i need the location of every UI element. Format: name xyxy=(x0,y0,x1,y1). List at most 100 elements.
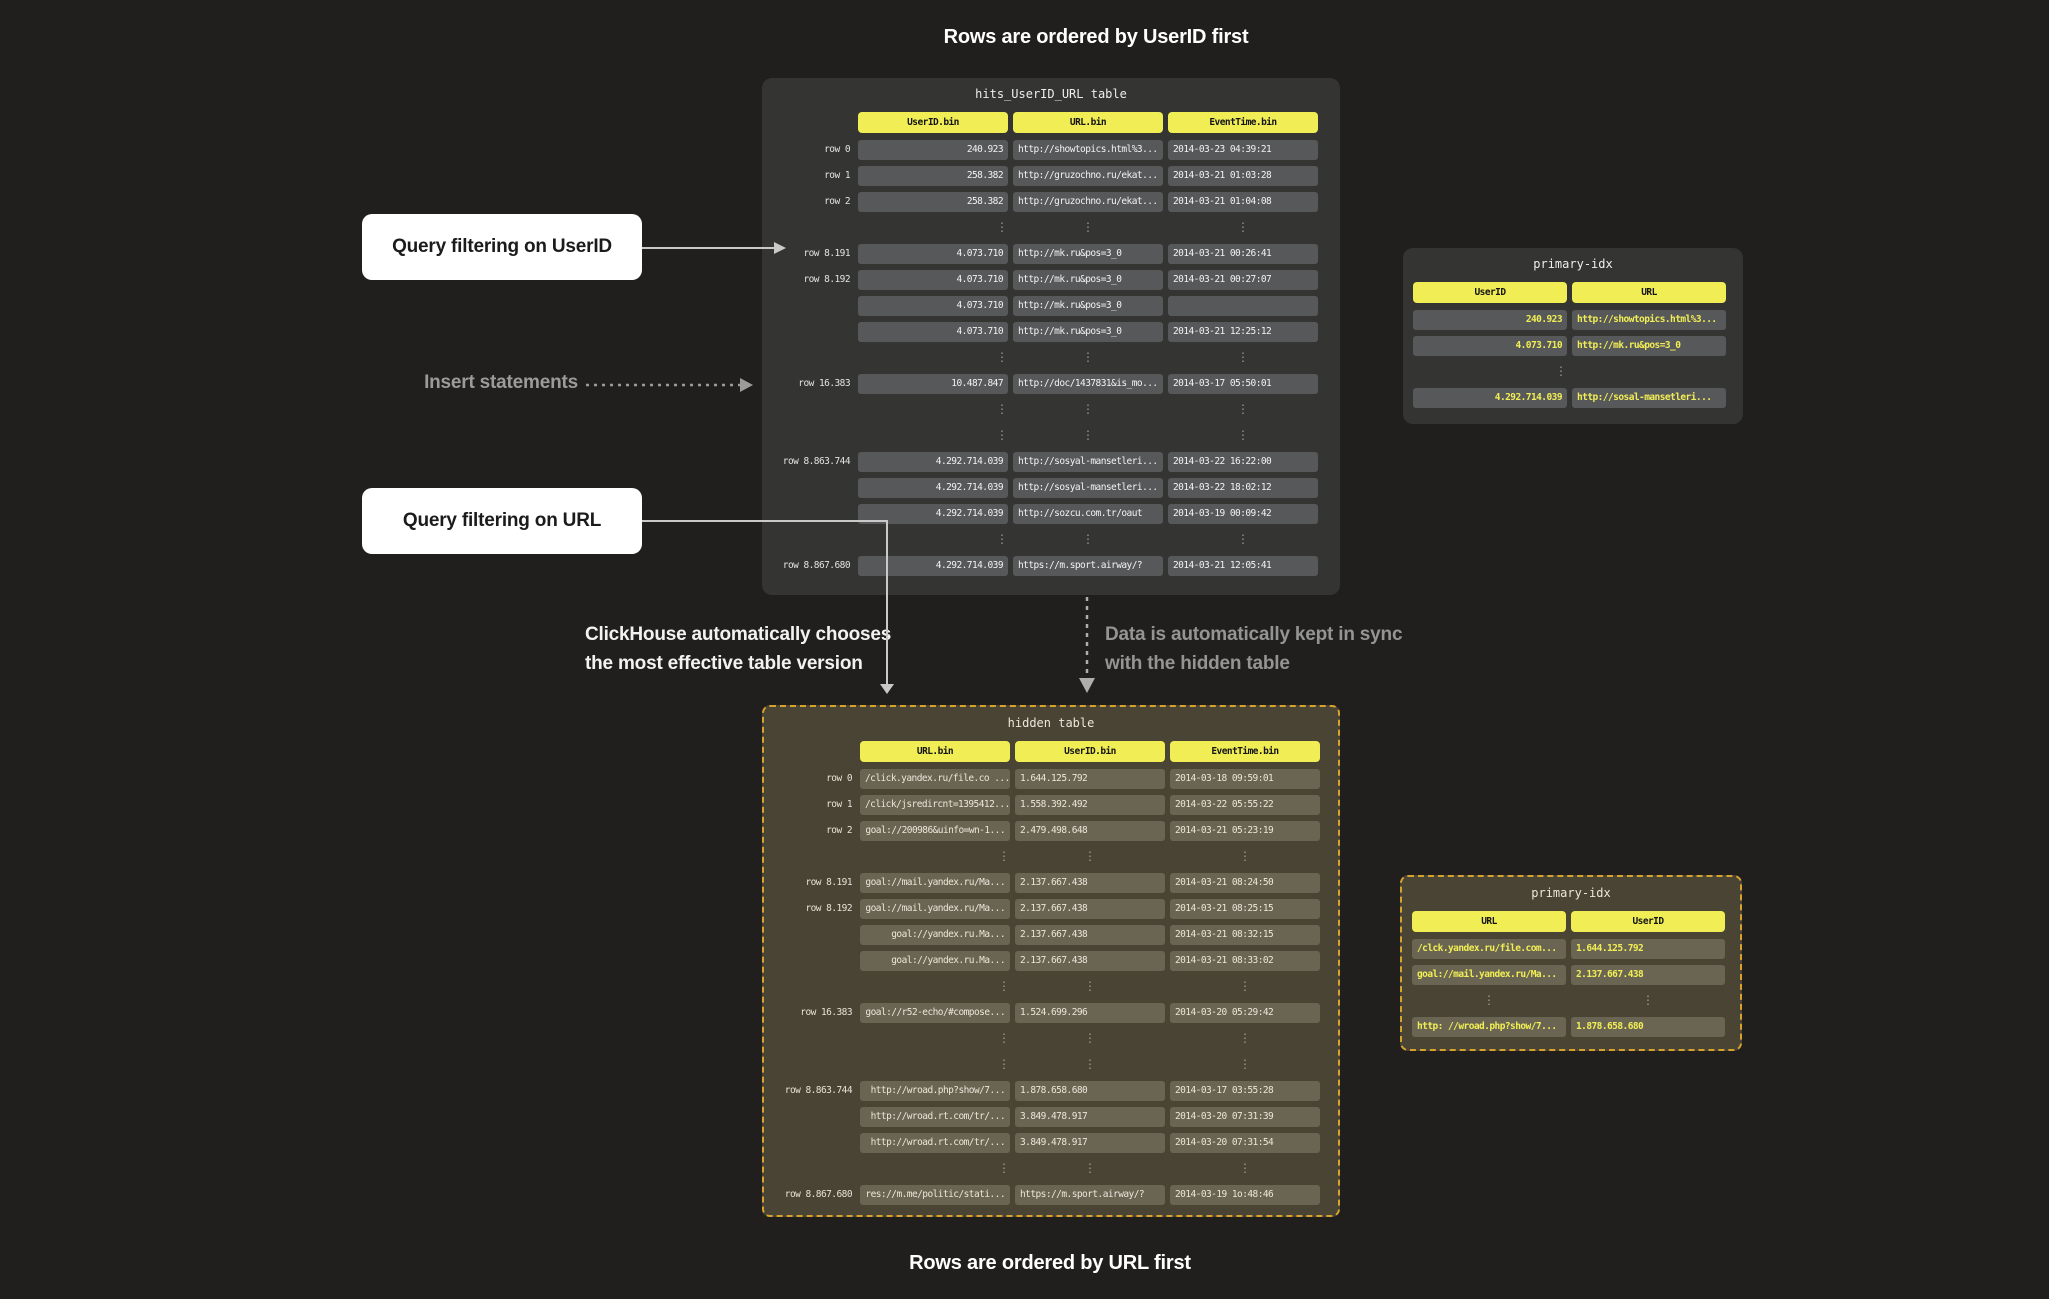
table-cell: 2014-03-19 00:09:42 xyxy=(1168,504,1318,524)
table-cell: 2014-03-21 01:04:08 xyxy=(1168,192,1318,212)
table-cell: goal://yandex.ru.Ma... xyxy=(860,951,1010,971)
column-header: UserID xyxy=(1413,282,1567,303)
ellipsis-dots: ⋮ xyxy=(998,979,1010,993)
row-label: row 16.383 xyxy=(800,1007,852,1018)
annotation-line: ClickHouse automatically chooses xyxy=(585,624,892,645)
table-cell: 240.923 xyxy=(1413,310,1567,330)
table-cell: 2.137.667.438 xyxy=(1015,925,1165,945)
row-label xyxy=(762,400,850,420)
table-cell: 1.644.125.792 xyxy=(1015,769,1165,789)
annotation-line: the most effective table version xyxy=(585,653,863,674)
insert-statements-label: Insert statements xyxy=(424,372,578,393)
table-cell: 4.292.714.039 xyxy=(1413,388,1567,408)
row-label: row 16.383 xyxy=(798,378,850,389)
row-label: row 2 xyxy=(824,196,850,207)
table-row: /clck.yandex.ru/file.com...1.644.125.792 xyxy=(1412,939,1740,959)
table-row: ⋮ ⋮ ⋮ xyxy=(762,400,1340,420)
table-cell: 240.923 xyxy=(858,140,1008,160)
table-cell: http://mk.ru&pos=3_0 xyxy=(1013,296,1163,316)
ellipsis-dots: ⋮ xyxy=(996,532,1008,546)
table-cell: 2.137.667.438 xyxy=(1015,899,1165,919)
table-row: row 1/click/jsredircnt=1395412...1.558.3… xyxy=(764,795,1338,815)
row-label xyxy=(764,925,852,945)
column-header: URL.bin xyxy=(860,741,1010,762)
table-cell: http://gruzochno.ru/ekat... xyxy=(1013,192,1163,212)
row-label: row 8.863.744 xyxy=(784,1085,853,1096)
row-label xyxy=(764,1107,852,1127)
query-filtering-url-box: Query filtering on URL xyxy=(362,488,642,554)
table-row: ⋮⋮⋮ xyxy=(762,426,1340,446)
table-cell: http: //wroad.php?show/7... xyxy=(1412,1017,1566,1037)
row-label xyxy=(764,1159,852,1179)
row-label xyxy=(764,847,852,867)
table-cell: 2014-03-21 08:32:15 xyxy=(1170,925,1320,945)
table-cell: 2.137.667.438 xyxy=(1015,873,1165,893)
table-cell: 2014-03-22 16:22:00 xyxy=(1168,452,1318,472)
table-cell: http://mk.ru&pos=3_0 xyxy=(1013,270,1163,290)
ellipsis-dots: ⋮ xyxy=(1082,350,1094,364)
table-cell: 2014-03-18 09:59:01 xyxy=(1170,769,1320,789)
ellipsis-dots: ⋮ xyxy=(1239,1161,1251,1175)
kept-in-sync-annotation: Data is automatically kept in sync with … xyxy=(1105,620,1403,678)
row-label xyxy=(764,977,852,997)
table-cell: http://sozcu.com.tr/oaut xyxy=(1013,504,1163,524)
table-row: ⋮ xyxy=(1413,362,1743,382)
table-cell: 2014-03-23 04:39:21 xyxy=(1168,140,1318,160)
table-cell: 2014-03-21 12:25:12 xyxy=(1168,322,1318,342)
ellipsis-dots: ⋮ xyxy=(1483,993,1495,1007)
table-cell: 1.558.392.492 xyxy=(1015,795,1165,815)
column-header: UserID.bin xyxy=(1015,741,1165,762)
table-row: row 0/click.yandex.ru/file.co ...1.644.1… xyxy=(764,769,1338,789)
table-cell: 2014-03-21 05:23:19 xyxy=(1170,821,1320,841)
ellipsis-dots: ⋮ xyxy=(1237,428,1249,442)
table-cell: 2014-03-21 08:24:50 xyxy=(1170,873,1320,893)
ellipsis-dots: ⋮ xyxy=(996,402,1008,416)
row-label: row 1 xyxy=(826,799,852,810)
ellipsis-dots: ⋮ xyxy=(998,849,1010,863)
insert-statements-arrow xyxy=(586,378,753,392)
row-label: row 8.863.744 xyxy=(782,456,851,467)
primary-idx-bottom-title: primary-idx xyxy=(1531,886,1611,900)
column-header: URL.bin xyxy=(1013,112,1163,133)
ellipsis-dots: ⋮ xyxy=(1082,402,1094,416)
table-cell: 4.073.710 xyxy=(858,244,1008,264)
ellipsis-dots: ⋮ xyxy=(1237,402,1249,416)
table-cell: 4.292.714.039 xyxy=(858,504,1008,524)
ellipsis-dots: ⋮ xyxy=(1082,532,1094,546)
row-label xyxy=(762,218,850,238)
table-cell: 4.292.714.039 xyxy=(858,556,1008,576)
table-cell: 2014-03-21 00:27:07 xyxy=(1168,270,1318,290)
top-title: Rows are ordered by UserID first xyxy=(943,26,1249,48)
table-cell: 3.849.478.917 xyxy=(1015,1107,1165,1127)
table-cell: 4.292.714.039 xyxy=(858,478,1008,498)
table-cell: goal://mail.yandex.ru/Ma... xyxy=(1412,965,1566,985)
table-cell: http://mk.ru&pos=3_0 xyxy=(1013,322,1163,342)
table-cell: 2014-03-21 01:03:28 xyxy=(1168,166,1318,186)
table-cell: goal://mail.yandex.ru/Ma... xyxy=(860,873,1010,893)
table-cell: /clck.yandex.ru/file.com... xyxy=(1412,939,1566,959)
primary-idx-top-title: primary-idx xyxy=(1533,257,1613,271)
row-label: row 8.867.680 xyxy=(784,1189,853,1200)
row-label xyxy=(764,1055,852,1075)
table-cell: goal://mail.yandex.ru/Ma... xyxy=(860,899,1010,919)
ellipsis-dots: ⋮ xyxy=(1237,350,1249,364)
ellipsis-dots: ⋮ xyxy=(996,428,1008,442)
table-row: ⋮⋮⋮ xyxy=(764,1159,1338,1179)
table-cell: 2014-03-20 07:31:39 xyxy=(1170,1107,1320,1127)
annotation-line: with the hidden table xyxy=(1105,653,1290,674)
table-cell: http://mk.ru&pos=3_0 xyxy=(1572,336,1726,356)
table-row: ⋮⋮⋮ xyxy=(764,1029,1338,1049)
table-cell: goal://200986&uinfo=wn-1... xyxy=(860,821,1010,841)
